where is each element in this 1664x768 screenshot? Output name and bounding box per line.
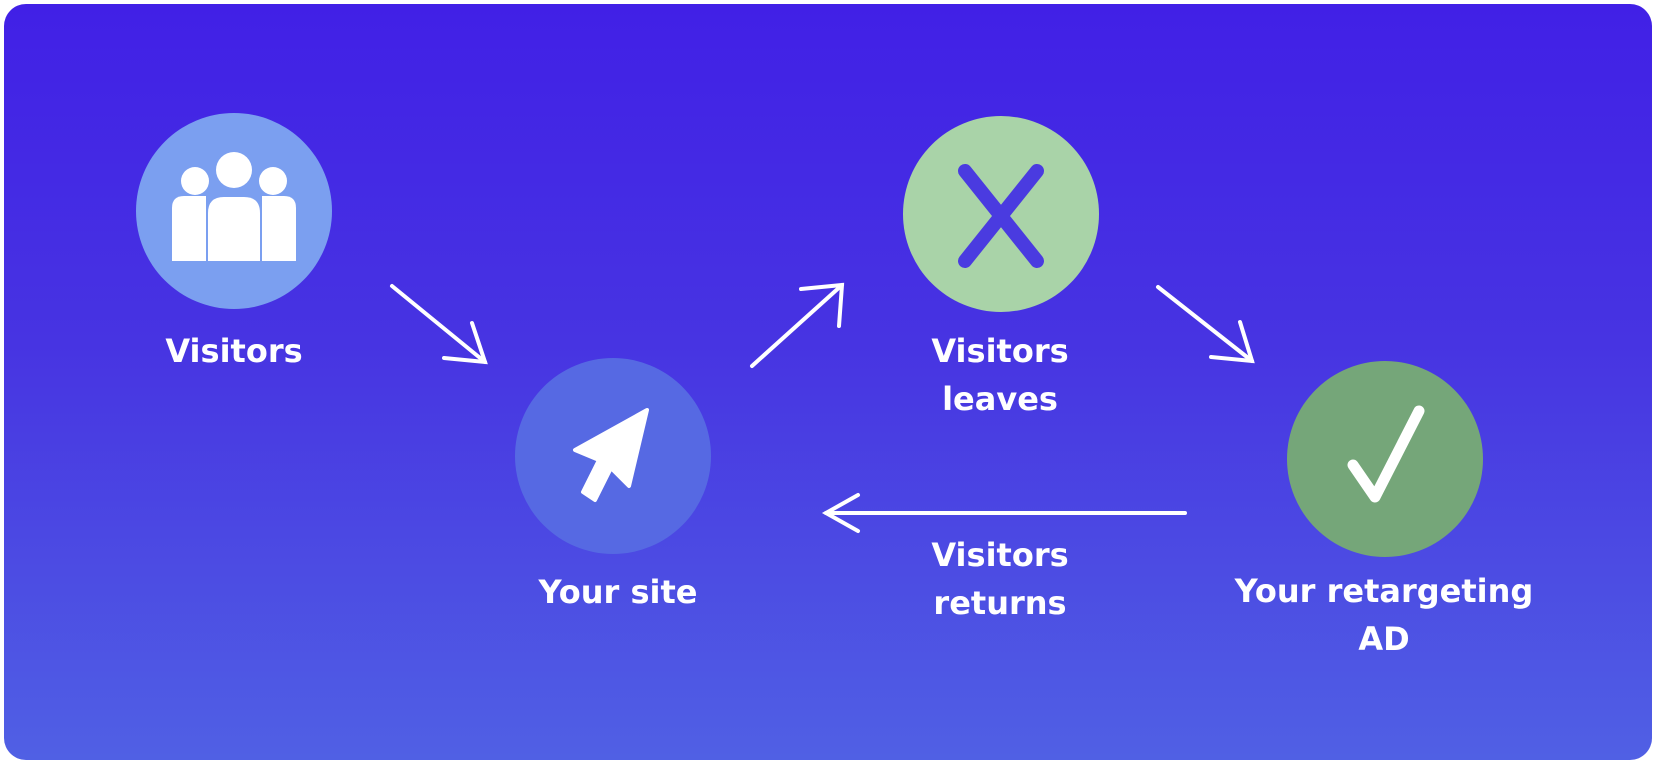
your-site-node [515, 358, 711, 554]
retargeting-ad-node [1287, 361, 1483, 557]
retargeting-ad-label-line1: Your retargeting [1234, 572, 1534, 610]
visitors-node [136, 113, 332, 309]
visitors-label: Visitors [134, 327, 334, 375]
visitors-leaves-node [903, 116, 1099, 312]
retargeting-ad-label-line2: AD [1358, 620, 1410, 658]
retargeting-ad-label: Your retargeting AD [1214, 567, 1554, 663]
your-site-label: Your site [508, 568, 728, 616]
cursor-icon [573, 408, 649, 502]
visitors-label-text: Visitors [165, 332, 303, 370]
checkmark-icon [1347, 405, 1425, 503]
visitors-leaves-label-line1: Visitors [931, 332, 1069, 370]
x-icon [958, 164, 1044, 268]
visitors-leaves-label-line2: leaves [942, 380, 1058, 418]
visitors-returns-label-line2: returns [933, 584, 1067, 622]
your-site-label-text: Your site [538, 573, 698, 611]
visitors-returns-label-line1: Visitors [931, 536, 1069, 574]
people-icon [172, 152, 296, 261]
visitors-returns-label: Visitors returns [890, 531, 1110, 627]
visitors-leaves-label: Visitors leaves [890, 327, 1110, 423]
